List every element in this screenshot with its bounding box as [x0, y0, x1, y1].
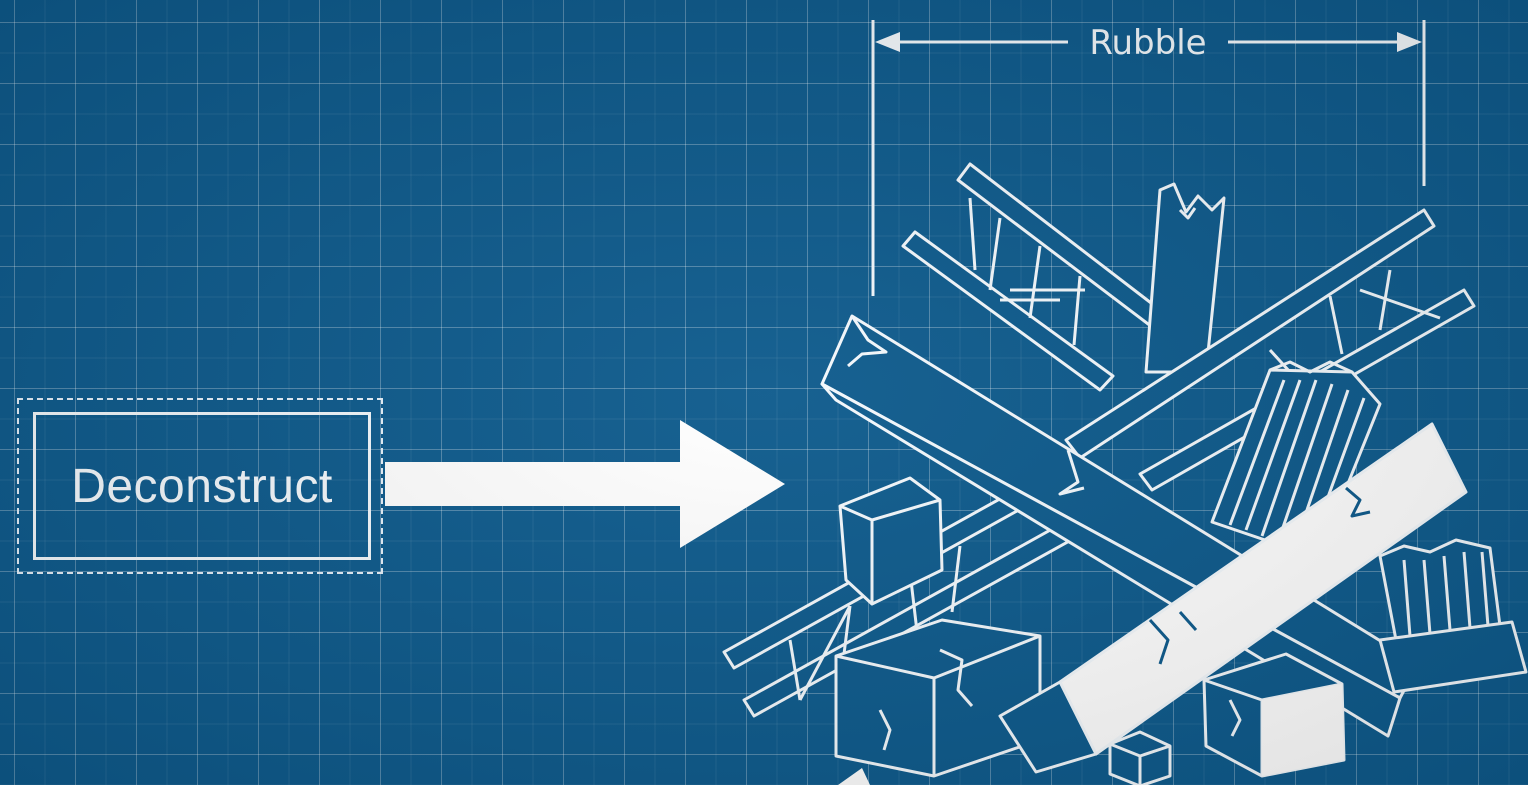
deconstruct-label: Deconstruct	[71, 459, 333, 513]
rubble-dimension-line	[871, 20, 1426, 296]
rubble-pile-illustration	[722, 162, 1528, 785]
crate-front	[834, 618, 1042, 778]
white-slab	[998, 422, 1468, 774]
broken-beam-vertical	[1144, 182, 1226, 374]
rubble-dimension-label: Rubble	[1089, 23, 1207, 63]
flow-arrow	[385, 420, 785, 548]
deconstruct-box: Deconstruct	[33, 412, 371, 560]
column-stub-right	[1378, 538, 1528, 694]
block-right	[1202, 652, 1346, 778]
block-left	[838, 476, 944, 606]
partial-arrow-bottom	[838, 768, 870, 785]
deconstruct-dashed-frame	[17, 398, 383, 574]
small-cube	[1108, 730, 1172, 785]
fluted-column	[1210, 360, 1382, 560]
truss-back	[901, 162, 1170, 392]
